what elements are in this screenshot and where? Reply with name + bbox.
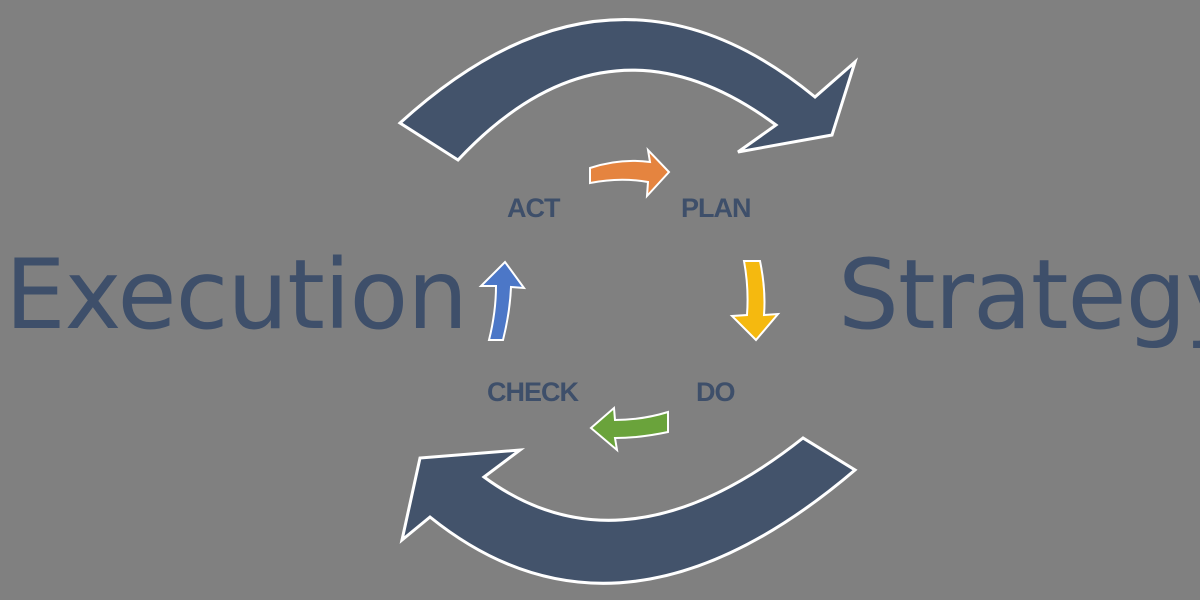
strategy-label: Strategy: [838, 239, 1200, 351]
act-to-plan-arrow: [589, 146, 671, 199]
check-to-act-arrow: [478, 260, 527, 341]
do-to-check-arrow: [589, 405, 669, 453]
check-label: CHECK: [487, 377, 580, 407]
do-label: DO: [696, 377, 735, 407]
act-label: ACT: [507, 193, 561, 223]
bottom-cycle-arrow: [399, 436, 858, 585]
top-cycle-arrow: [397, 18, 859, 162]
execution-label: Execution: [5, 239, 467, 351]
plan-label: PLAN: [681, 193, 751, 223]
plan-to-do-arrow: [729, 260, 781, 342]
